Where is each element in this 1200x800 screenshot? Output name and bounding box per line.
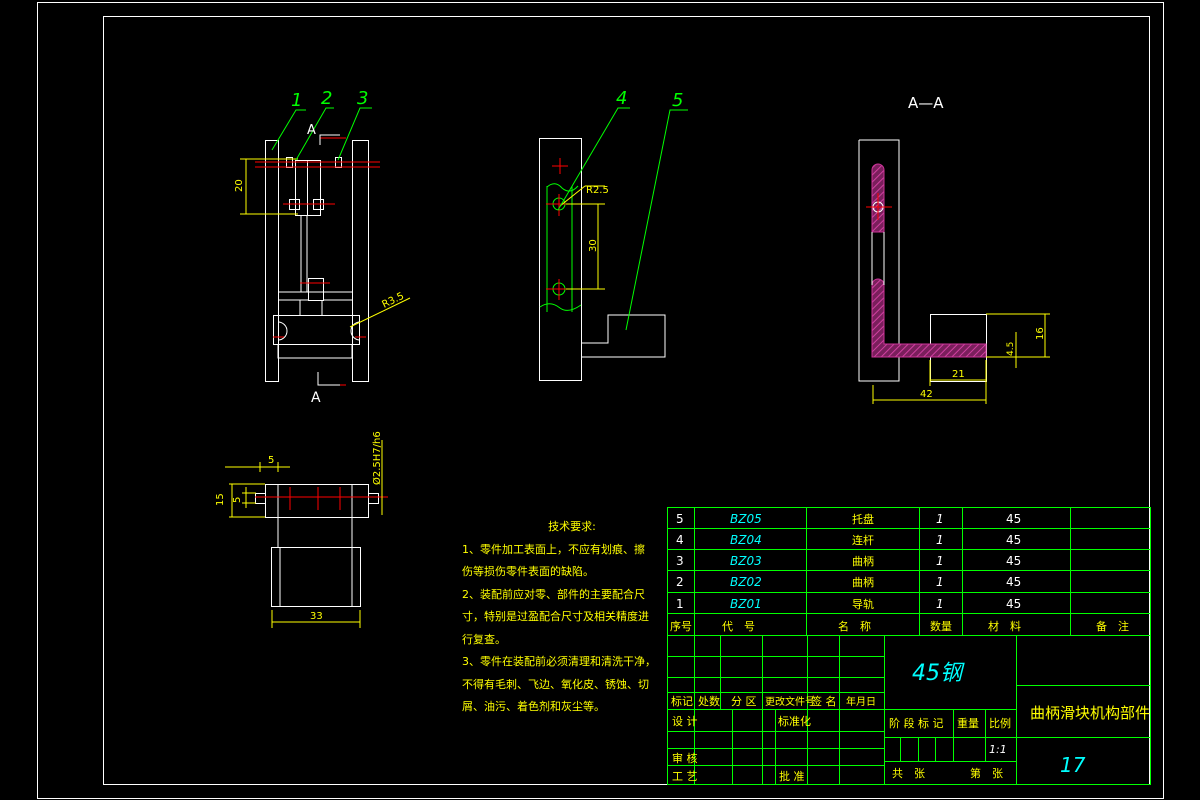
label-scale: 比例 bbox=[989, 716, 1011, 730]
section-view bbox=[858, 139, 1050, 404]
balloon-5: 5 bbox=[672, 90, 683, 111]
dim-side-length: 30 bbox=[588, 239, 599, 252]
part-row-no: 1 bbox=[676, 597, 684, 611]
part-row-code: BZ05 bbox=[730, 512, 762, 526]
parts-list-table bbox=[667, 507, 1151, 636]
top-view bbox=[225, 440, 388, 628]
dim-top-inner-height: 5 bbox=[232, 497, 243, 503]
dim-section-height: 16 bbox=[1035, 327, 1046, 340]
dim-section-inner-width: 21 bbox=[952, 369, 965, 380]
title-block-text: 45钢 曲柄滑块机构部件 17 1:1 标记 处数 分 区 更改文件号 签 名 … bbox=[671, 661, 1150, 783]
balloon-1: 1 bbox=[291, 90, 302, 111]
label-change-doc: 更改文件号 bbox=[765, 695, 815, 708]
balloon-3: 3 bbox=[357, 88, 368, 109]
part-row-no: 4 bbox=[676, 533, 684, 547]
tech-req-line: 3、零件在装配前必须清理和清洗干净， bbox=[462, 655, 656, 668]
dim-front-height: 20 bbox=[234, 179, 245, 192]
label-weight: 重量 bbox=[957, 716, 979, 730]
part-row-name: 曲柄 bbox=[852, 555, 874, 568]
part-row-qty: 1 bbox=[936, 533, 944, 547]
tech-req-line: 1、零件加工表面上，不应有划痕、擦 bbox=[462, 542, 645, 556]
label-sheet-no: 第 张 bbox=[970, 766, 1003, 780]
side-view bbox=[539, 107, 688, 381]
cut-letter-top: A bbox=[307, 123, 316, 138]
dim-side-radius: R2.5 bbox=[586, 185, 609, 196]
part-row-name: 连杆 bbox=[852, 533, 874, 547]
outer-frame bbox=[37, 2, 1164, 799]
part-row-name: 导轨 bbox=[852, 597, 874, 611]
label-date: 年月日 bbox=[846, 695, 876, 708]
part-row-material: 45 bbox=[1006, 554, 1021, 568]
part-row-material: 45 bbox=[1006, 533, 1021, 547]
dim-top-width-5: 5 bbox=[268, 455, 274, 466]
tech-req-line: 行复查。 bbox=[462, 632, 506, 646]
part-row-code: BZ01 bbox=[730, 597, 762, 611]
front-view bbox=[240, 107, 411, 386]
label-standardization: 标准化 bbox=[778, 714, 811, 728]
inner-frame bbox=[103, 16, 1150, 785]
label-stage-mark: 阶 段 标 记 bbox=[889, 716, 944, 730]
cut-letter-bottom: A bbox=[311, 390, 321, 406]
tech-req-line: 不得有毛刺、飞边、氧化皮、锈蚀、切 bbox=[462, 677, 649, 691]
part-row-qty: 1 bbox=[936, 512, 944, 526]
tech-req-heading: 技术要求: bbox=[548, 520, 596, 533]
tech-req-line: 屑、油污、着色剂和灰尘等。 bbox=[462, 700, 605, 713]
label-design: 设 计 bbox=[672, 715, 698, 728]
material-value: 45钢 bbox=[912, 661, 965, 686]
dim-front-radius: R3.5 bbox=[380, 291, 405, 311]
header-name: 名 称 bbox=[838, 619, 871, 633]
sheet-number: 17 bbox=[1060, 753, 1086, 777]
label-total-sheets: 共 张 bbox=[892, 767, 925, 780]
tech-req-line: 2、装配前应对零、部件的主要配合尺 bbox=[462, 587, 645, 601]
header-no: 序号 bbox=[670, 619, 692, 633]
header-material: 材 料 bbox=[988, 619, 1021, 633]
balloon-2: 2 bbox=[321, 88, 332, 109]
label-count: 处数 bbox=[698, 695, 720, 708]
dim-top-fit: Ø2.5H7/h6 bbox=[371, 431, 383, 485]
header-code: 代 号 bbox=[722, 620, 755, 633]
part-row-material: 45 bbox=[1006, 512, 1021, 526]
section-title: A—A bbox=[908, 94, 944, 112]
label-mark: 标记 bbox=[671, 694, 693, 708]
part-row-material: 45 bbox=[1006, 597, 1021, 611]
technical-requirements: 技术要求: 1、零件加工表面上，不应有划痕、擦 伤等损伤零件表面的缺陷。 2、装… bbox=[462, 516, 662, 719]
label-signature: 签 名 bbox=[811, 694, 837, 708]
drawing-title: 曲柄滑块机构部件 bbox=[1030, 704, 1150, 722]
part-row-qty: 1 bbox=[936, 554, 944, 568]
part-row-name: 托盘 bbox=[852, 512, 874, 526]
part-row-material: 45 bbox=[1006, 575, 1021, 589]
title-block-grid bbox=[667, 635, 1151, 785]
part-row-no: 2 bbox=[676, 575, 684, 589]
part-row-no: 3 bbox=[676, 554, 684, 568]
part-row-qty: 1 bbox=[936, 575, 944, 589]
dim-section-thickness: 4.5 bbox=[1006, 342, 1016, 356]
part-row-no: 5 bbox=[676, 512, 684, 526]
header-qty: 数量 bbox=[930, 620, 952, 633]
part-row-code: BZ04 bbox=[730, 533, 762, 547]
dim-top-bottom-width: 33 bbox=[310, 611, 323, 622]
dim-section-total-width: 42 bbox=[920, 389, 933, 400]
scale-value: 1:1 bbox=[989, 743, 1007, 756]
parts-list-rows: 5 BZ05 托盘 1 45 4 BZ04 连杆 1 45 3 BZ03 曲柄 … bbox=[670, 512, 1129, 633]
tech-req-line: 伤等损伤零件表面的缺陷。 bbox=[462, 565, 594, 578]
part-row-name: 曲柄 bbox=[852, 576, 874, 589]
part-row-code: BZ02 bbox=[730, 575, 762, 589]
label-approve: 批 准 bbox=[779, 769, 805, 783]
part-row-qty: 1 bbox=[936, 597, 944, 611]
label-process: 工 艺 bbox=[672, 770, 698, 783]
part-row-code: BZ03 bbox=[730, 554, 762, 568]
balloon-4: 4 bbox=[616, 88, 627, 109]
tech-req-line: 寸，特别是过盈配合尺寸及相关精度进 bbox=[462, 610, 649, 623]
label-zone: 分 区 bbox=[731, 695, 757, 708]
label-review: 审 核 bbox=[672, 751, 698, 765]
header-remark: 备 注 bbox=[1096, 619, 1129, 633]
dim-top-outer-height: 15 bbox=[215, 493, 226, 506]
